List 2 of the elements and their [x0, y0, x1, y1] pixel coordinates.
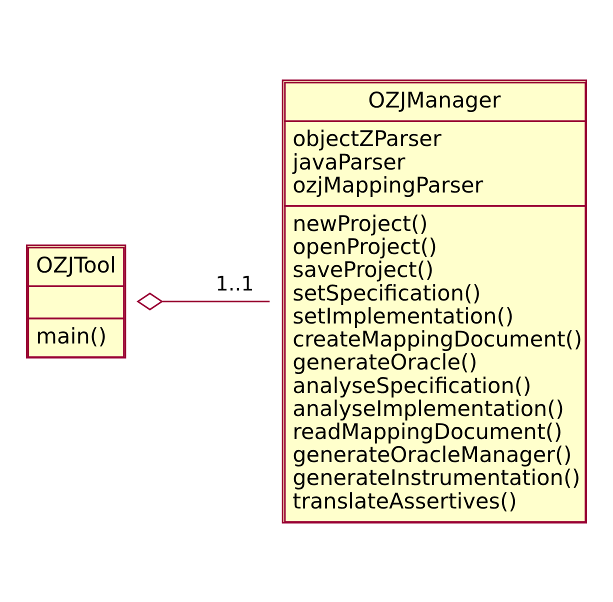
edge-label: 1..1 — [216, 270, 254, 295]
connector — [136, 292, 270, 310]
